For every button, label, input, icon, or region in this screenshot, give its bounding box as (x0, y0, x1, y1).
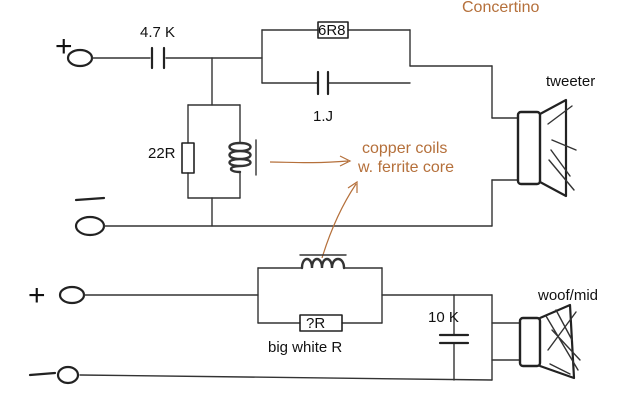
unknown-resistor: ?R big white R (268, 314, 343, 356)
woofer-circuit: + ?R big white R (28, 254, 598, 385)
ferrite-core-annotation: copper coils w. ferrite core (269, 140, 454, 259)
parallel-capacitor: 1.J (313, 70, 333, 125)
terminal-circle (58, 285, 86, 305)
terminal-circle (56, 365, 80, 385)
parallel-resistor-label: 6R8 (318, 22, 346, 39)
woofer-speaker-icon (518, 303, 581, 380)
minus-sign-top (74, 196, 106, 202)
annotation-arrow-icon (269, 155, 352, 167)
plus-sign-top: + (55, 30, 73, 63)
parallel-capacitor-label: 1.J (313, 108, 333, 125)
parallel-resistor: 6R8 (317, 21, 349, 39)
series-inductor (299, 254, 347, 270)
title-label: Concertino (462, 0, 539, 16)
shunt-capacitor-label: 10 K (428, 309, 459, 326)
terminal-circle (74, 215, 106, 237)
woofer-label: woof/mid (537, 287, 598, 304)
shunt-capacitor: 10 K (428, 309, 470, 345)
annotation-arrow-icon (321, 180, 358, 259)
series-capacitor: 4.7 K (140, 24, 175, 70)
series-capacitor-label: 4.7 K (140, 24, 175, 41)
wire (79, 374, 493, 381)
shunt-resistor: 22R (148, 142, 195, 174)
tweeter-plus-terminal: + (55, 30, 94, 68)
minus-sign-bottom (28, 371, 57, 377)
unknown-resistor-desc: big white R (268, 339, 342, 356)
unknown-resistor-label: ?R (306, 315, 325, 332)
woofer-plus-terminal: + (28, 279, 86, 312)
tweeter-minus-terminal (74, 196, 106, 237)
shunt-inductor (228, 139, 257, 176)
tweeter-label: tweeter (546, 73, 595, 90)
tweeter-circuit: + 4.7 (55, 21, 595, 237)
shunt-resistor-label: 22R (148, 145, 176, 162)
plus-sign-bottom: + (28, 279, 46, 312)
annotation-line-1: copper coils (362, 140, 447, 157)
tweeter-speaker-icon (516, 98, 577, 198)
annotation-line-2: w. ferrite core (357, 159, 454, 176)
woofer-minus-terminal (28, 365, 80, 385)
